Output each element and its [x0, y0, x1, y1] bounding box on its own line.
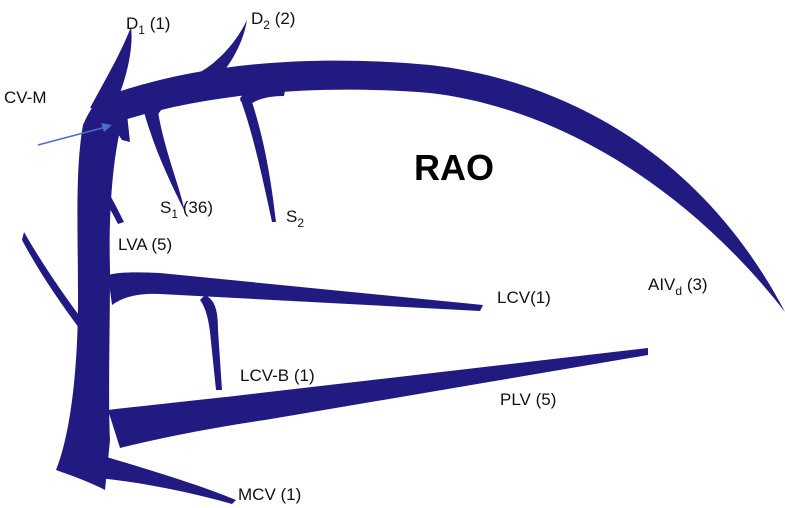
label-lcv: LCV(1)	[497, 288, 551, 307]
cvm-arrow	[37, 126, 107, 146]
label-plv: PLV (5)	[500, 390, 556, 409]
label-mcv: MCV (1)	[238, 485, 301, 504]
label-aivd: AIVd (3)	[648, 275, 708, 298]
cvm-spur	[112, 114, 130, 142]
s1-loop	[150, 83, 205, 118]
aiv-main-vessel	[95, 60, 785, 313]
view-label-rao: RAO	[414, 147, 494, 188]
label-cvm: CV-M	[4, 88, 47, 107]
plv-branch	[108, 348, 648, 448]
label-lcvb: LCV-B (1)	[240, 366, 315, 385]
d1-branch	[90, 27, 132, 112]
mcv-branch	[98, 455, 236, 504]
cvm-arrow-head	[101, 123, 112, 132]
s1-branch	[140, 96, 185, 212]
label-d1: D1 (1)	[126, 14, 170, 37]
label-s2: S2	[286, 207, 304, 230]
main-trunk	[56, 91, 130, 490]
label-lva: LVA (5)	[118, 235, 172, 254]
s2-branch	[240, 90, 276, 222]
lcv-branch	[108, 272, 483, 311]
s2-loop	[240, 89, 285, 108]
label-d2: D2 (2)	[251, 9, 295, 32]
lcvb-branch	[200, 295, 222, 390]
d2-branch	[195, 20, 247, 86]
label-s1: S1 (36)	[160, 198, 213, 221]
left-thin-branch	[22, 232, 84, 332]
lva-branch	[94, 175, 124, 224]
